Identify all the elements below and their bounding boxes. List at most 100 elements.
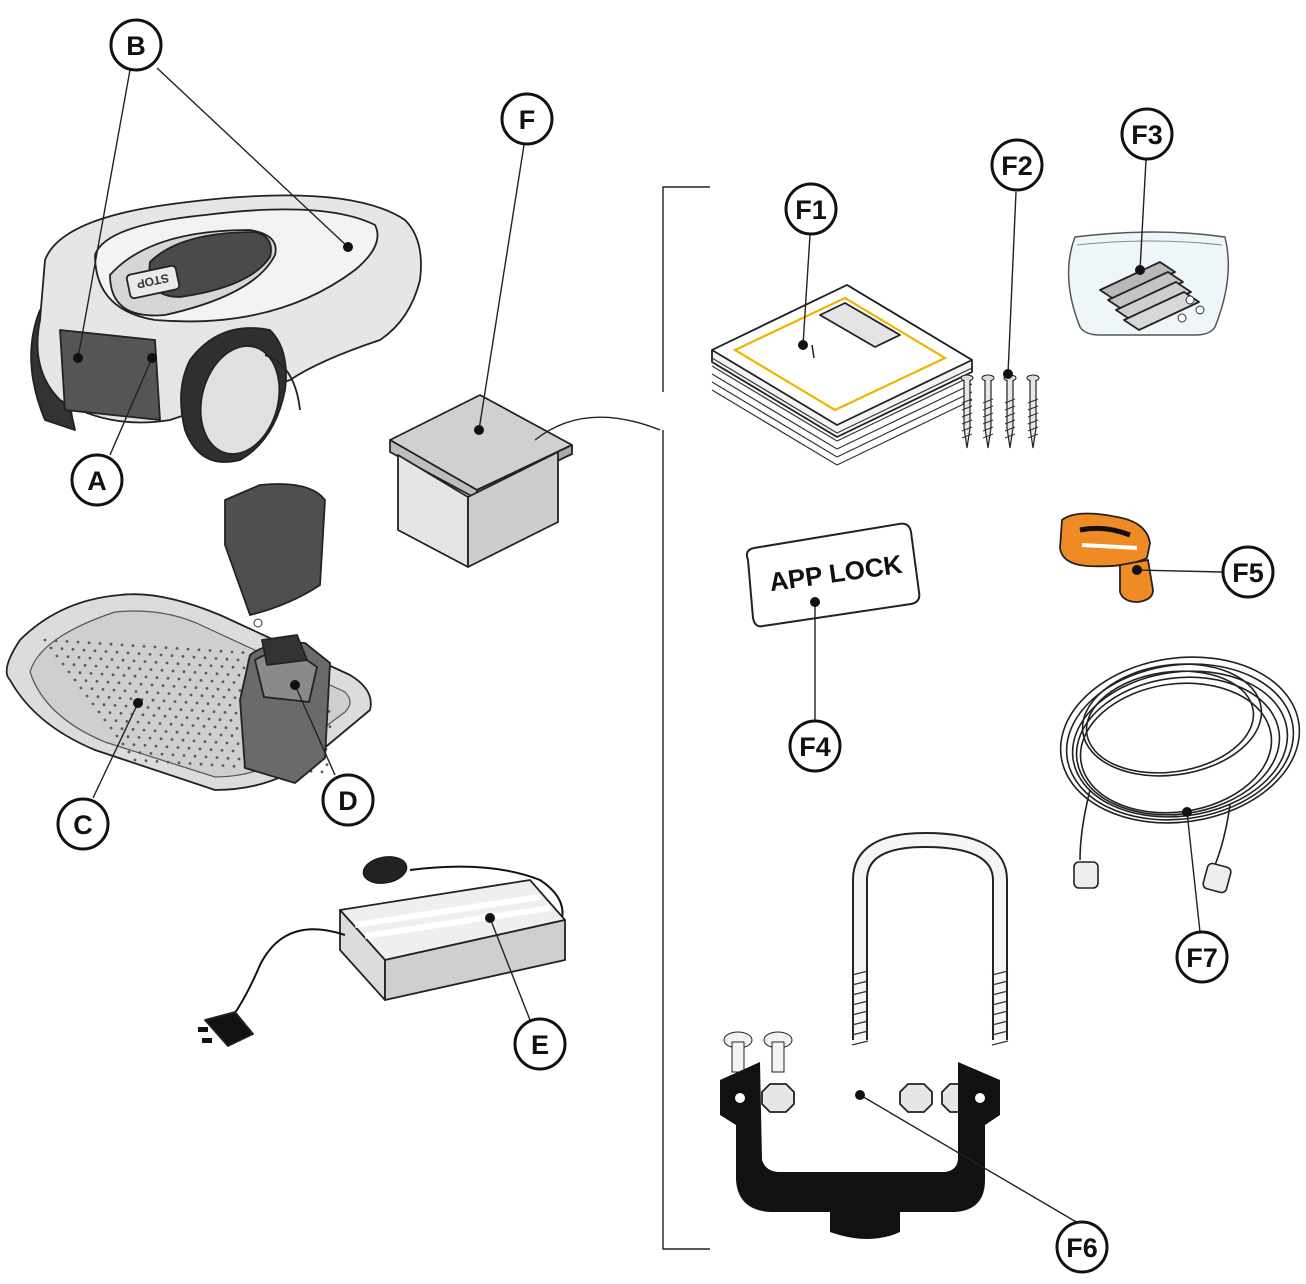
plate-dot: [161, 684, 165, 687]
plate-dot: [153, 729, 157, 733]
plate-dot: [177, 761, 181, 765]
callout-f4: F4: [788, 719, 842, 773]
plate-dot: [73, 678, 77, 682]
plate-dot: [141, 713, 145, 717]
plate-dot: [188, 678, 192, 682]
plate-dot: [189, 693, 193, 697]
callout-d: D: [321, 773, 375, 827]
plate-dot: [167, 692, 171, 695]
plate-dot: [226, 756, 230, 760]
plate-dot: [176, 746, 180, 749]
callout-e-label: E: [531, 1030, 549, 1060]
plate-dot: [98, 642, 102, 645]
plate-dot: [76, 640, 80, 644]
plate-dot: [65, 640, 69, 643]
plate-dot: [166, 760, 170, 764]
plate-dot: [209, 664, 213, 668]
plate-dot: [190, 708, 194, 712]
plate-dot: [116, 666, 120, 669]
plate-dot: [159, 737, 163, 741]
plate-dot: [202, 724, 206, 728]
plate-dot: [208, 732, 212, 736]
plate-dot: [132, 743, 136, 747]
leader-dots: [73, 242, 1192, 1100]
plate-dot: [164, 730, 168, 733]
plate-dot: [191, 724, 195, 727]
plate-dot: [229, 719, 233, 722]
plate-dot: [103, 718, 107, 722]
plate-dot: [231, 665, 235, 669]
plate-dot: [154, 744, 158, 748]
plate-dot: [188, 762, 192, 765]
plate-dot: [172, 684, 176, 688]
callout-f3-label: F3: [1131, 120, 1163, 150]
plate-dot: [197, 648, 201, 652]
plate-dot: [95, 680, 99, 683]
plate-dot: [221, 680, 225, 684]
spare-blades-bag: [1067, 231, 1230, 336]
plate-dot: [195, 701, 199, 705]
callout-f: F: [500, 92, 554, 146]
plate-dot: [213, 725, 217, 729]
plate-dot: [216, 687, 220, 691]
charging-station: [5, 483, 372, 791]
plate-dot: [193, 754, 197, 758]
plate-dot: [205, 687, 209, 690]
plate-dot: [67, 670, 71, 674]
plate-dot: [206, 702, 210, 706]
plate-dot: [99, 657, 103, 661]
plate-dot: [170, 738, 174, 741]
plate-dot: [85, 694, 89, 698]
plate-dot: [214, 740, 218, 744]
plate-dot: [171, 669, 175, 673]
plate-dot: [112, 688, 116, 692]
plate-dot: [109, 726, 113, 730]
callout-b: B: [109, 18, 163, 72]
plate-dot: [88, 656, 92, 660]
plate-dot: [217, 703, 221, 706]
plate-dot: [132, 659, 136, 663]
plate-dot: [158, 722, 162, 725]
callout-f6: F6: [1055, 1220, 1109, 1274]
plate-dot: [198, 663, 202, 667]
plate-dot: [238, 689, 242, 692]
plate-dot: [231, 749, 235, 753]
plate-dot: [212, 710, 216, 714]
plate-dot: [61, 662, 65, 666]
plate-dot: [235, 727, 239, 730]
plate-dot: [196, 716, 200, 720]
power-supply: [198, 856, 566, 1047]
plate-dot: [222, 695, 226, 699]
plate-dot: [179, 708, 183, 711]
plate-dot: [156, 691, 160, 695]
accessories-box: [389, 394, 661, 568]
plate-dot: [120, 727, 124, 731]
plate-dot: [115, 734, 119, 738]
plate-dot: [187, 663, 191, 666]
plate-dot: [160, 668, 164, 672]
plate-dot: [187, 746, 191, 750]
plate-dot: [197, 732, 201, 735]
plate-dot: [157, 706, 161, 710]
plate-dot: [71, 648, 75, 651]
plate-dot: [101, 688, 105, 691]
plate-dot: [200, 694, 204, 698]
plate-dot: [199, 762, 203, 766]
plate-dot: [182, 670, 186, 674]
plate-dot: [54, 639, 58, 643]
plate-dot: [210, 679, 214, 683]
plate-dot: [155, 676, 159, 679]
plate-dot: [91, 702, 95, 706]
plate-dot: [66, 655, 70, 659]
plate-dot: [165, 745, 169, 749]
plate-dot: [144, 759, 148, 763]
plate-dot: [203, 740, 207, 743]
plate-dot: [115, 650, 119, 654]
plate-dot: [72, 663, 76, 667]
plate-dot: [139, 682, 143, 686]
callout-f7: F7: [1175, 930, 1229, 984]
plate-dot: [102, 703, 106, 707]
plate-dot: [60, 647, 64, 651]
plate-dot: [145, 690, 149, 694]
plate-dot: [169, 722, 173, 726]
